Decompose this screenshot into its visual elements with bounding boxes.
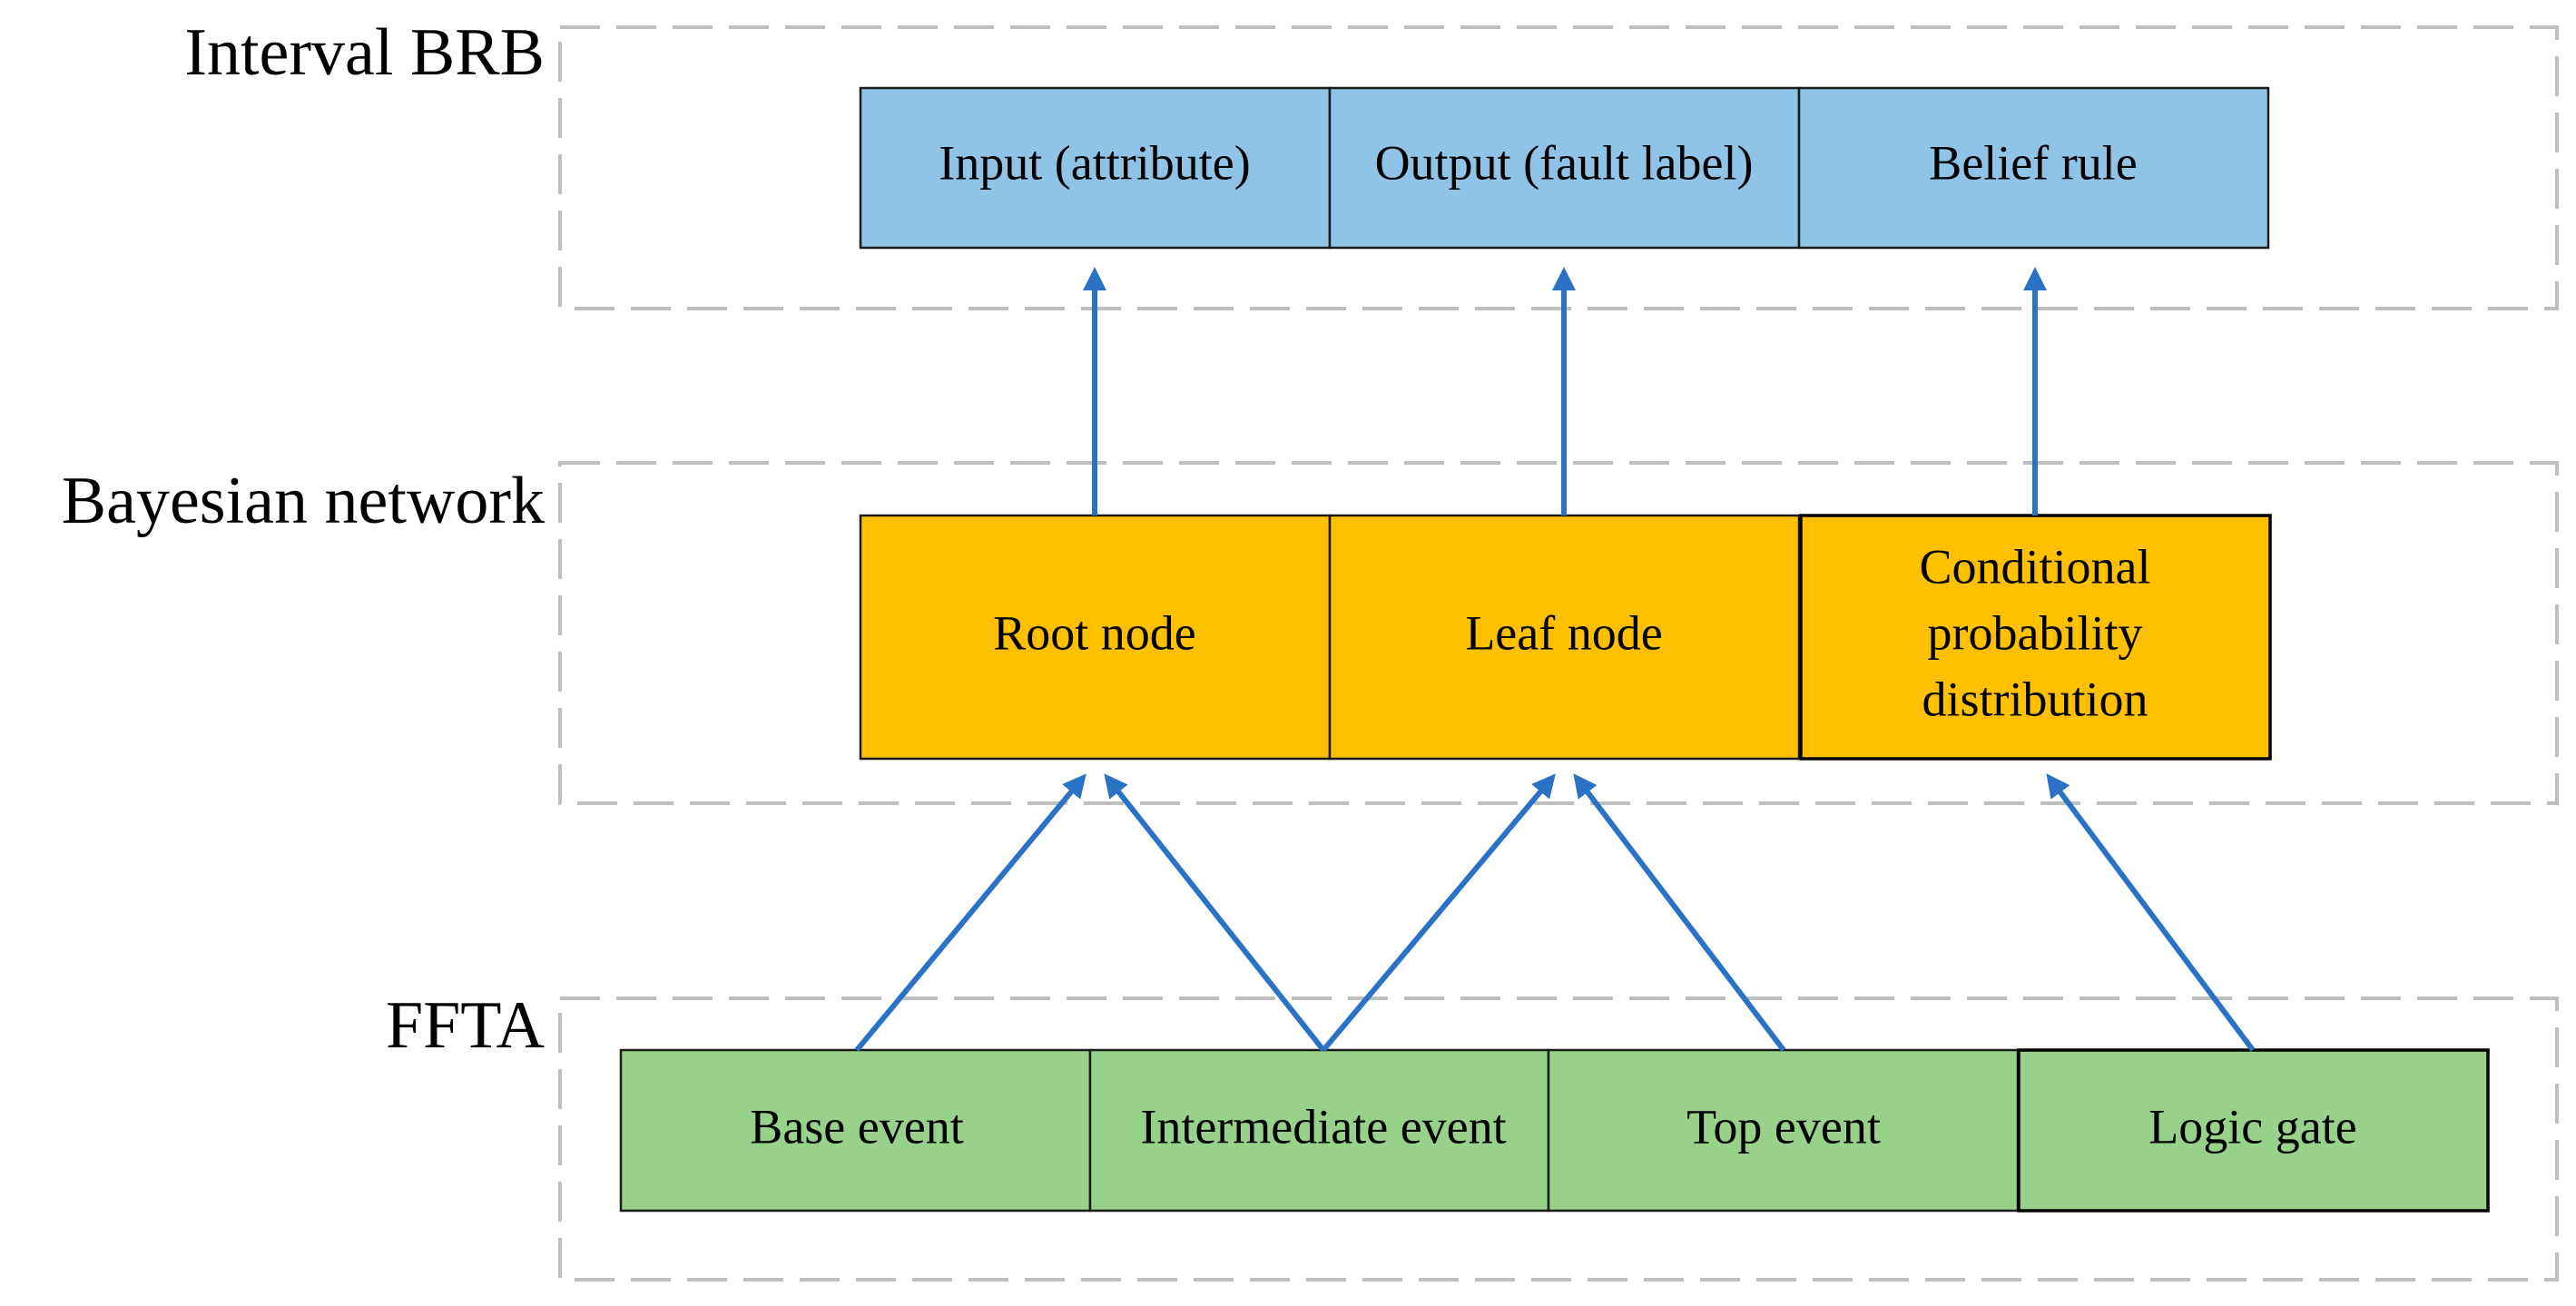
conditional-probability-label-line3: distribution — [1922, 672, 2148, 726]
belief-rule-box — [1797, 86, 2270, 250]
base-event-box — [619, 1048, 1092, 1213]
input-attribute-label: Input (attribute) — [939, 135, 1250, 190]
output-fault-label-label: Output (fault label) — [1375, 135, 1754, 190]
logic-gate-label: Logic gate — [2148, 1099, 2356, 1154]
top-event-label: Top event — [1686, 1099, 1881, 1154]
bn-layer-frame — [558, 461, 2559, 805]
intermediate-event-box — [1088, 1048, 1550, 1213]
brb-layer-label: Interval BRB — [184, 15, 545, 90]
top-event-box — [1547, 1048, 2020, 1213]
conditional-probability-label-line1: Conditional — [1920, 539, 2151, 594]
intermediate-event-label: Intermediate event — [1140, 1099, 1506, 1154]
ffta-layer-frame — [558, 997, 2559, 1281]
root-node-label: Root node — [993, 605, 1196, 660]
conditional-probability-label-line2: probability — [1928, 605, 2143, 660]
ffta-layer-label: FFTA — [386, 988, 545, 1063]
conditional-probability-box — [1799, 514, 2272, 761]
arrow-intermediate-to-root — [1104, 773, 1326, 1052]
leaf-node-box — [1328, 514, 1801, 761]
base-event-label: Base event — [750, 1099, 963, 1154]
arrow-intermediate-to-leaf — [1321, 773, 1556, 1052]
logic-gate-box — [2017, 1048, 2490, 1213]
arrow-top-event-to-leaf — [1573, 773, 1786, 1052]
brb-layer-frame — [558, 25, 2559, 310]
root-node-box — [859, 514, 1332, 761]
arrow-base-event-to-root — [854, 773, 1086, 1052]
belief-rule-label: Belief rule — [1929, 135, 2137, 190]
bn-layer-label: Bayesian network — [62, 464, 545, 538]
input-attribute-box — [859, 86, 1332, 250]
leaf-node-label: Leaf node — [1465, 605, 1662, 660]
arrow-logic-gate-to-conditional — [2046, 773, 2256, 1052]
